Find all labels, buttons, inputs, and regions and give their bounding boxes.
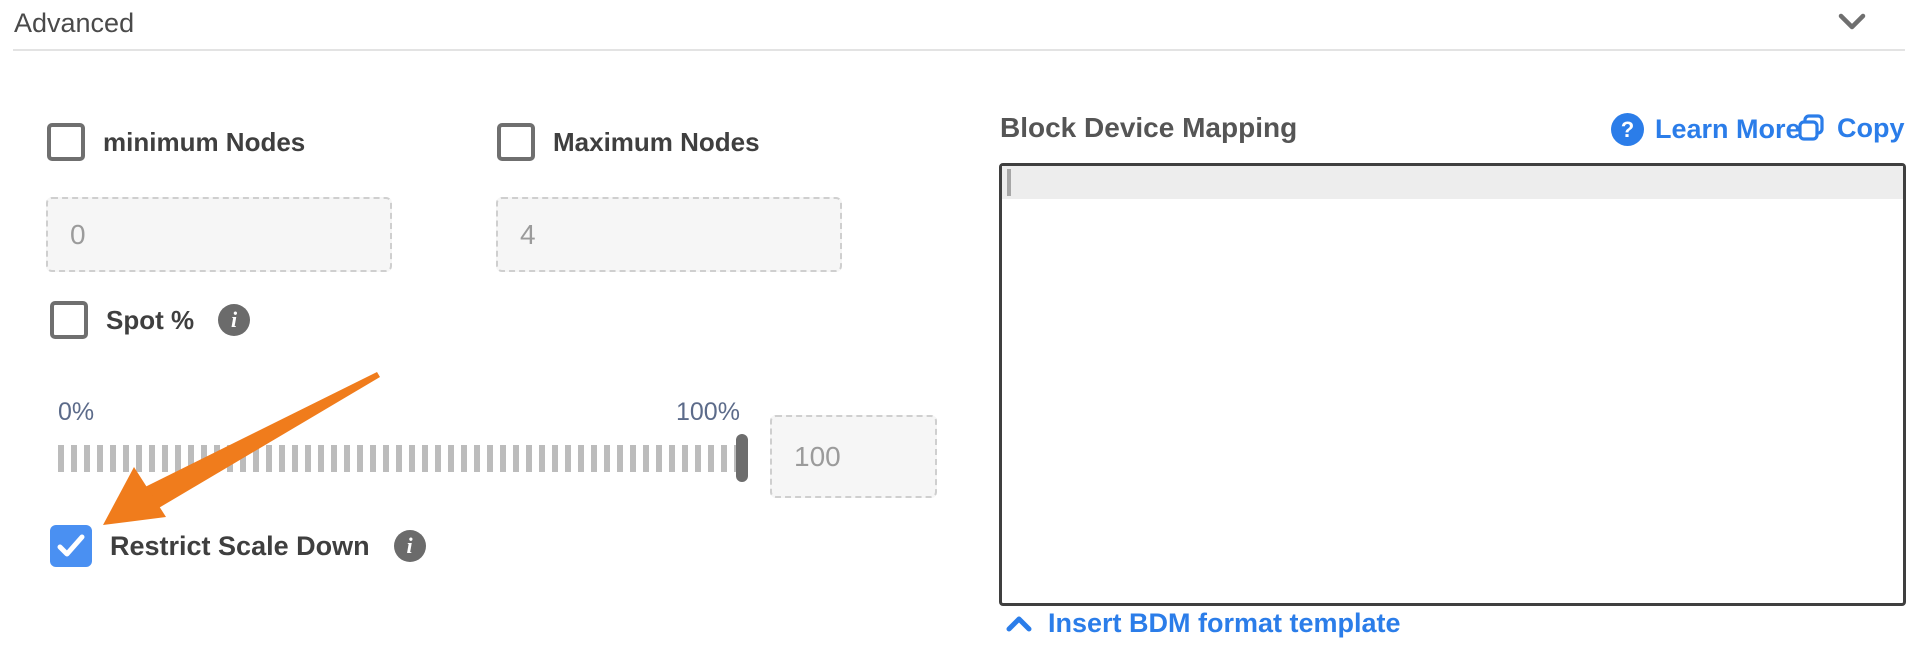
slider-min-label: 0% (58, 398, 95, 426)
maximum-nodes-row: Maximum Nodes (497, 121, 760, 163)
restrict-scale-down-label: Restrict Scale Down (110, 530, 370, 561)
info-icon[interactable]: i (218, 304, 251, 336)
maximum-nodes-label: Maximum Nodes (553, 126, 760, 157)
copy-button[interactable]: Copy (1797, 113, 1905, 144)
restrict-scale-down-row: Restrict Scale Down i (50, 525, 426, 567)
insert-bdm-template-label: Insert BDM format template (1048, 608, 1401, 638)
learn-more-link[interactable]: ? Learn More (1611, 113, 1801, 146)
copy-icon (1797, 113, 1826, 144)
spot-percent-row: Spot % i (50, 299, 251, 341)
editor-active-line (1002, 166, 1903, 199)
restrict-scale-down-checkbox[interactable] (50, 525, 92, 567)
spot-percent-value-input[interactable] (770, 415, 937, 498)
spot-percent-checkbox[interactable] (50, 301, 88, 339)
editor-cursor (1007, 169, 1011, 196)
learn-more-label: Learn More (1655, 114, 1801, 144)
section-divider (13, 49, 1905, 51)
copy-label: Copy (1837, 113, 1905, 143)
chevron-up-icon (1006, 615, 1032, 633)
minimum-nodes-row: minimum Nodes (47, 121, 305, 163)
collapse-section-button[interactable] (1838, 12, 1866, 32)
maximum-nodes-input[interactable] (496, 197, 842, 272)
question-mark-icon: ? (1611, 113, 1644, 146)
bdm-editor[interactable] (999, 163, 1906, 606)
minimum-nodes-label: minimum Nodes (103, 126, 306, 157)
minimum-nodes-checkbox[interactable] (47, 123, 85, 161)
maximum-nodes-checkbox[interactable] (497, 123, 535, 161)
spot-percent-slider-track[interactable] (58, 445, 748, 472)
spot-percent-slider-handle[interactable] (736, 434, 748, 482)
insert-bdm-template-link[interactable]: Insert BDM format template (1006, 608, 1401, 639)
checkmark-icon (56, 534, 86, 558)
slider-max-label: 100% (676, 398, 740, 426)
info-icon[interactable]: i (393, 530, 426, 562)
section-title: Advanced (14, 8, 135, 38)
bdm-title: Block Device Mapping (1000, 112, 1298, 143)
minimum-nodes-input[interactable] (46, 197, 392, 272)
chevron-down-icon (1838, 12, 1866, 32)
spot-percent-label: Spot % (106, 304, 195, 335)
